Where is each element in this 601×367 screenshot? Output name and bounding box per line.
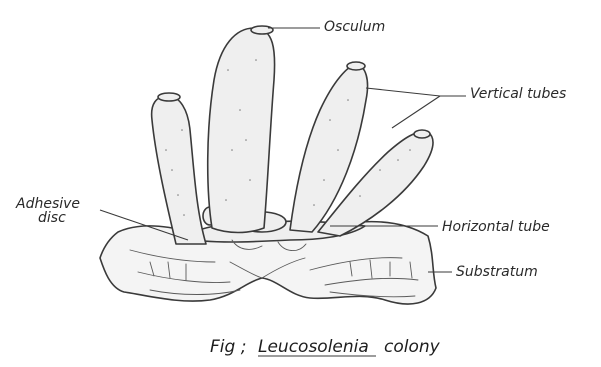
label-osculum: Osculum — [324, 19, 385, 35]
vertical-tubes-leader-a — [366, 88, 440, 96]
vertical-tubes-leader-b — [392, 96, 440, 128]
caption-suffix: colony — [384, 337, 441, 357]
label-adhesive-disc-line2: disc — [38, 210, 66, 226]
figure-caption: Fig ; Leucosolenia colony — [210, 337, 441, 357]
label-vertical-tubes: Vertical tubes — [470, 86, 566, 102]
label-horizontal-tube: Horizontal tube — [442, 219, 550, 235]
caption-prefix: Fig ; — [210, 337, 246, 357]
label-substratum: Substratum — [456, 264, 538, 280]
vertical-tube-center — [208, 26, 275, 233]
caption-genus: Leucosolenia — [258, 337, 369, 357]
